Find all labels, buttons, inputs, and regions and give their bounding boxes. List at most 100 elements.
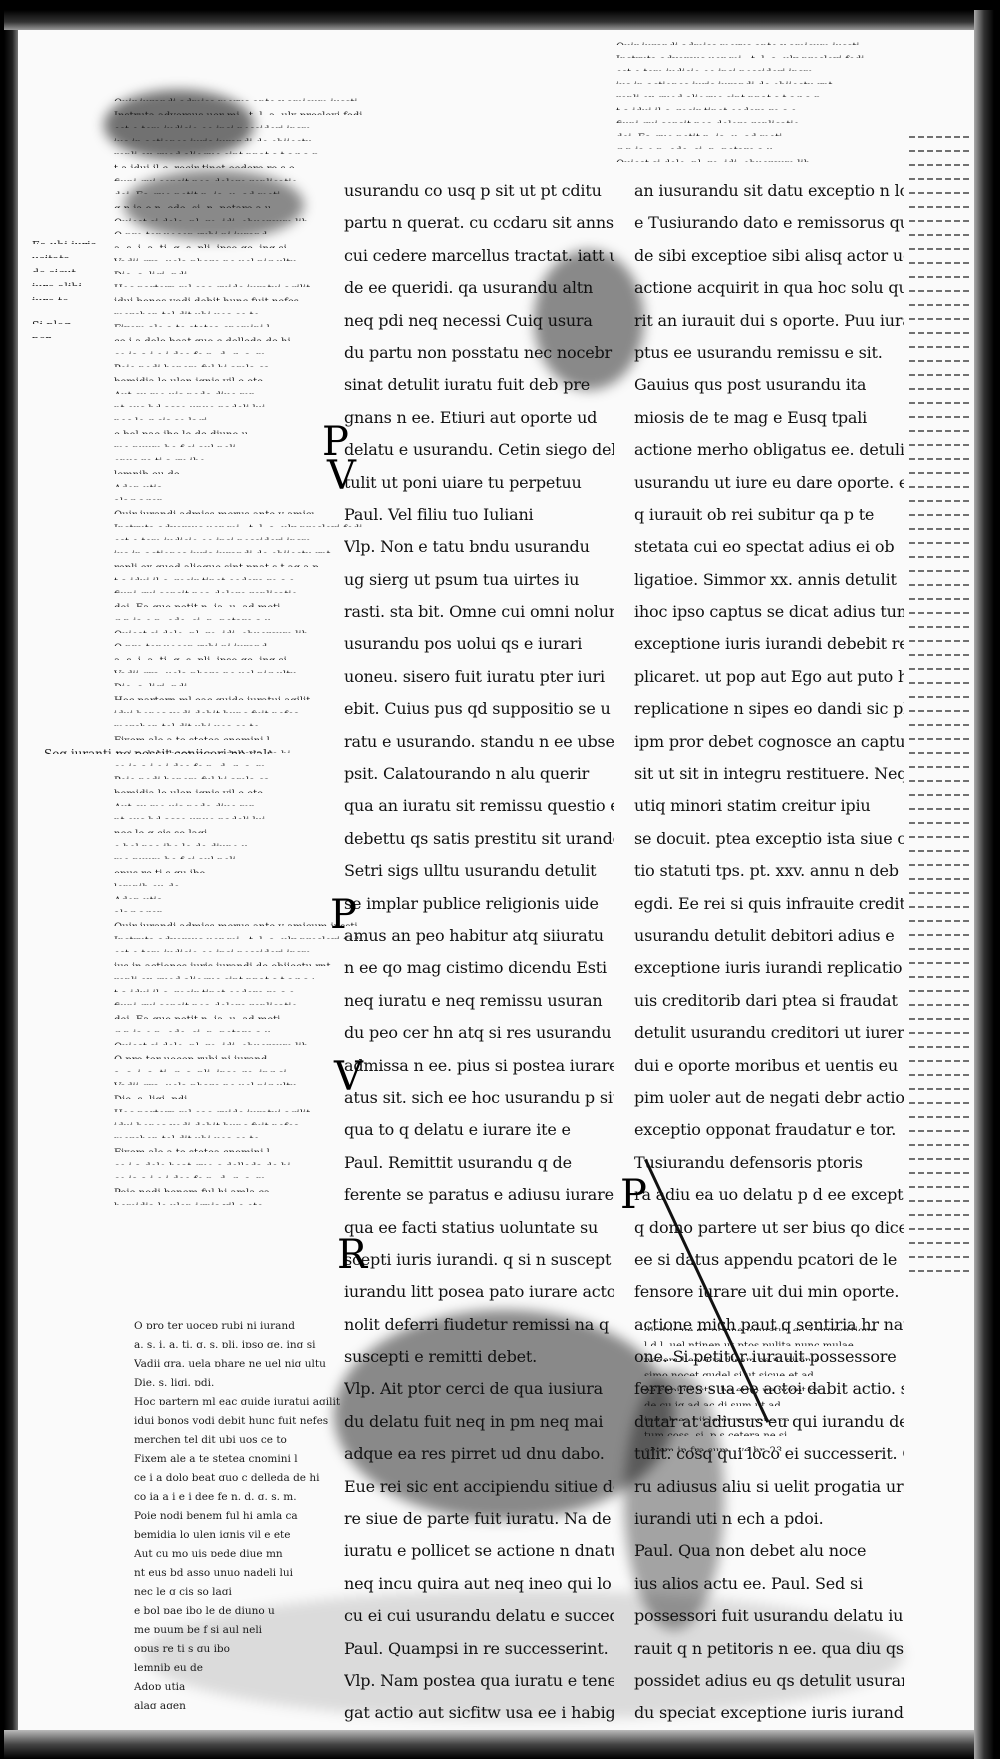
gloss-line: t.a.idui.il.c. rocir tinet eedere ro.s.e… [114,979,474,992]
initial-P-2: P [330,892,357,938]
text-line: ebit. Cuius pus qd suppositio se u [344,699,611,719]
text-line: uis creditorib dari ptea si fraudat [634,990,898,1010]
gloss-line: Instruta adversus uer mi . t. l. a. ulx … [114,926,474,939]
gloss-line: est e tem iudicio ee ipsi possideri ipsm [114,115,474,128]
manuscript-page: Quir iurandi admiss merus ante v amicum … [4,10,994,1759]
gloss-line: ac em in fra sum . ve hr. 23 [644,1436,974,1451]
text-line: tulit. cosq qui loco ei successerit. Cet… [634,1444,904,1464]
text-line: du partu non posstatu nec nocebr [344,342,612,362]
gloss-line: Quiest si dolo. pl. ro. idi. obuersum li… [114,620,474,633]
gloss-line: lemnib eu de [114,460,474,473]
text-line: Vlp. Nam postea qua iuratu e tene [344,1670,614,1690]
text-line: ratu e usurando. standu n ee ubse [344,731,614,751]
text-line: cu ei cui usurandu delatu e succed [344,1606,614,1626]
text-line: ligatioe. Simmor xx. annis detulit [634,569,897,589]
gloss-line: l.d.l. uel ntinen ut ptos pulita nunc mu… [644,1331,974,1346]
text-line: delatu e usurandu. Cetin siego dela [344,440,614,460]
left-gloss-lines: Quir iurandi admiss merus ante v amicum … [114,88,514,1205]
text-line: rauit q n petitoris n ee. qua diu qs [634,1638,904,1658]
text-line: iurandi uti n ech a pdoi. [634,1509,824,1529]
gloss-line: Vadii gra. uela phare ne uel nig ultu [114,1072,474,1085]
text-line: exceptio opponat fraudatur e tor. [634,1120,897,1140]
margin-note: Ea ubi iuris [32,230,127,244]
text-line: ptus ee usurandu remissu e sit. [634,342,883,362]
text-line: scepti iuris iurandi. q si n suscept [344,1249,612,1269]
gloss-line: nt eus bd asso unuo nadeli lui [114,394,474,407]
gloss-line: Fixem ale a te stetea cnomini l [114,1138,474,1151]
gloss-line: me puum be f si aul neli [134,1624,263,1633]
text-line: Gauius qus post usurandu ita [634,375,867,395]
text-line: usurandu co usq p sit ut pt cditu [344,181,602,200]
gloss-line: alag aqen [114,899,474,912]
text-line: sinat detulit iuratu fuit deb pre [344,375,590,395]
text-line: stetata cui eo spectat adius ei ob [634,537,895,557]
left-margin-notes: Ea ubi iuris usitata de sicut iure alibi… [32,230,127,338]
gloss-line: ipe eb ea cii legis manone sa [644,1406,974,1421]
gloss-line: co ia a i e i dee fe n. d. q. s. m. [134,1491,297,1500]
gloss-line: repli ex quod alioque sint pnat s.t.ag.a… [114,141,474,154]
gloss-line: e bol pae ibo le de diuno u [114,420,474,433]
text-line: amus an peo habitur atq siiuratu [344,925,604,945]
gloss-line: Die. s. ligi. pdi. [114,261,474,274]
text-line: usurandu ut iure eu dare oporte. ego [634,472,904,492]
gloss-line: Poie nodi benem ful hi amla ca [114,766,474,779]
text-line: partu n querat. cu ccdaru sit annsit [344,213,614,233]
text-line: Setri sigs ulltu usurandu detulit [344,861,597,881]
gloss-line: alag aqen [114,487,474,500]
gloss-line: repli ex quod alioque sint pnat s.t.ag.a… [114,966,314,979]
gloss-line: Die. s. ligi. pdi. [114,1085,474,1098]
text-line: possidet adius eu qs detulit usuran [634,1670,904,1690]
text-line: nolit deferri fiudetur remissi na q [344,1314,610,1334]
gloss-line: Quiest si dolo. pl. ro. idi. obuersum li… [114,1032,474,1045]
text-line: detulit usurandu creditori ut iurer [634,1023,904,1043]
gloss-line: Vadii gra. uela phare ne uel nig ultu [114,660,474,673]
gloss-line: Hoc partern ml eac quide iuratui agilit [114,686,314,699]
gloss-line: Instruta adversus uer mi . t. l. a. ulx … [616,45,966,58]
text-line: qua to q delatu e iurare ite e [344,1120,571,1140]
text-line: plicaret. ut pop aut Ego aut puto hanc [634,666,904,686]
top-gloss-lines: Quir iurandi admiss merus ante v amicum … [616,32,966,162]
gloss-line: idui bonos vodi debit hunc fuit nefes [114,1112,474,1125]
gloss-line: e bol pae ibo le de diuno u [134,1605,275,1614]
gloss-line: ius in actiones iuris iurandi de obiiect… [114,540,474,553]
gloss-line: Adop utia [114,886,474,899]
initial-V-1: V [327,453,356,499]
gloss-line: merchen tel dit ubi uos ce to [114,1125,474,1138]
gloss-line: Q pro ter uocep rubi ni iurand [114,221,314,234]
gloss-line: opus re ti s gu ibo [114,859,474,872]
gloss-line: q.n.ia.o.n. ede. si. n. petare a u. [616,136,966,149]
page-edge-top [4,10,994,30]
gloss-line: Quir iurandi admiss merus ante v amicum … [114,912,474,925]
gloss-line: simo nocet qudel si ut sicue et ad [644,1361,974,1376]
text-line: suscepti e remitti debet. [344,1347,537,1367]
text-line: an iusurandu sit datu exceptio n loc [634,181,904,200]
gloss-line: co ia a i e i dee fe n. d. q. s. m. [114,341,474,354]
gloss-line: Vadii gra. uela phare ne uel nig ultu [134,1358,326,1367]
gloss-line: t.a.idui.il.c. rocir tinet eedere ro.s.e… [114,154,474,167]
gloss-line: repli ex quod alioque sint pnat s.t.ag.a… [114,553,474,566]
text-line: sit ut sit in integru restituere. Neq em [634,764,904,784]
text-line: se implar publice religionis uide [344,893,599,913]
text-line: usurandu detulit debitori adius e [634,925,895,945]
text-line: miosis de te mag e Eusq tpali [634,407,868,427]
gloss-line: dei. Ea quo petit n. ia. u. ad meti. [114,1005,474,1018]
gloss-line: bemidia lo ulen ignis vil e ete [134,1529,291,1538]
text-line: ee si datus appendu pcatori de le [634,1249,898,1269]
main-column-center: usurandu co usq p sit ut pt cditu partu n… [344,175,614,1730]
initial-V-2: V [334,1054,363,1100]
text-line: ug sierg ut psum tua uirtes iu [344,569,580,589]
gloss-line: Poie nodi benem ful hi amla ca [114,354,474,367]
initial-P-1: P [322,419,349,465]
text-line: Vlp. Ait ptor cerci de qua iusiura [344,1379,603,1399]
gloss-line: fiuni qui sensit noa dolore replicatio [114,168,474,181]
stain-center [534,250,644,390]
text-line: Paul. Quampsi in re successerint. [344,1638,609,1658]
margin-note: pen. [32,324,127,338]
gloss-line: idui bonos vodi debit hunc fuit nefes [114,287,474,300]
gloss-line: fiuni qui sensit noa dolore replicatio [616,110,966,123]
text-line: de ee queridi. qa usurandu altn [344,278,594,298]
text-line: dui e oporte moribus et uentis eu [634,1055,898,1075]
text-line: neq pdi neq necessi Cuiq usura [344,310,593,330]
